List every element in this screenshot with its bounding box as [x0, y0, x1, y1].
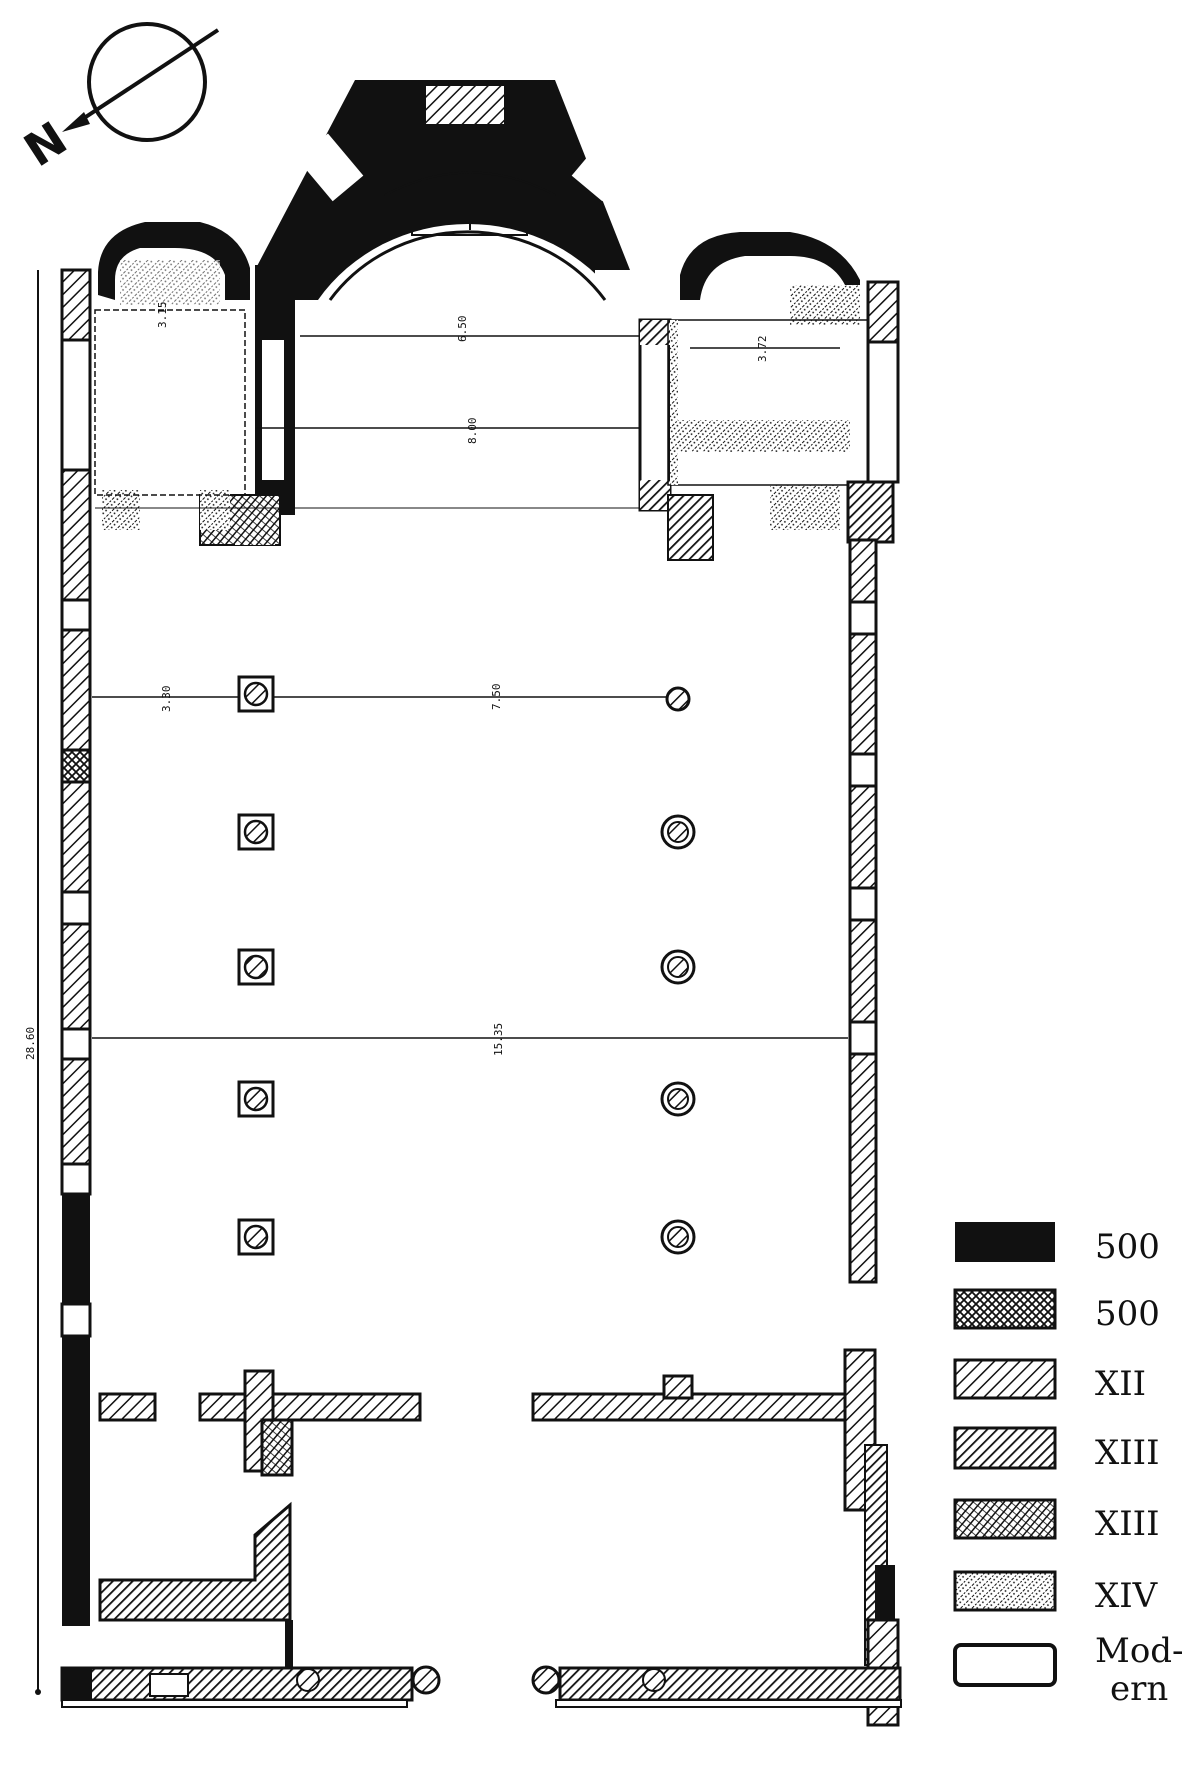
overall-length-value: 28.60	[24, 1027, 37, 1060]
left-room-dim: 3.15	[156, 302, 169, 329]
svg-text:XIII: XIII	[1095, 1433, 1160, 1473]
legend-item-xii: XII	[953, 1358, 1146, 1404]
apse-opening-dim: 6.50	[456, 316, 469, 343]
svg-text:500: 500	[1095, 1294, 1160, 1334]
column	[660, 1081, 696, 1117]
legend-item-500-crosshatch: 500	[953, 1288, 1160, 1334]
legend-item-xiv: XIV	[953, 1570, 1159, 1616]
nave-span-dim: 7.50	[490, 684, 503, 711]
column	[237, 1080, 275, 1118]
legend-item-xiii-double: XIII	[953, 1498, 1160, 1544]
compass-circle	[87, 22, 207, 142]
main-apse	[255, 80, 638, 301]
left-chamber	[94, 309, 246, 496]
overall-length-dimension: 28.60	[24, 270, 41, 1695]
right-wall	[846, 280, 900, 1284]
chancel-piers	[102, 265, 840, 561]
column	[237, 675, 275, 713]
compass-north-label: N	[15, 111, 77, 177]
legend-item-xiii-dense: XIII	[953, 1426, 1160, 1473]
column	[237, 1218, 275, 1256]
compass-arrowhead	[62, 112, 90, 132]
column	[237, 948, 275, 986]
column	[237, 813, 275, 851]
entrance-wall	[60, 1665, 902, 1708]
overall-width-dim: 15.35	[492, 1023, 505, 1056]
svg-text:XIV: XIV	[1095, 1576, 1159, 1616]
nave-columns	[237, 675, 696, 1256]
column	[660, 949, 696, 985]
legend: 500 500 XII XIII XIII XIV Mod- ern	[953, 1222, 1184, 1709]
column	[660, 814, 696, 850]
column	[660, 1219, 696, 1255]
svg-text:XII: XII	[1095, 1364, 1146, 1404]
narthex	[98, 1348, 900, 1727]
compass-needle	[70, 28, 220, 128]
column	[665, 686, 691, 712]
svg-text:ern: ern	[1110, 1669, 1168, 1709]
legend-item-500-solid: 500	[955, 1222, 1160, 1267]
aisle-left-dim: 3.30	[160, 686, 173, 713]
right-chamber	[667, 319, 869, 486]
legend-item-modern: Mod- ern	[953, 1631, 1184, 1709]
dimension-lines: 6.50 8.00 3.72 3.15 3.30 7.50 15.35	[92, 302, 848, 1056]
left-wall	[60, 268, 92, 1626]
left-side-apse	[98, 222, 250, 305]
svg-text:Mod-: Mod-	[1095, 1631, 1184, 1671]
svg-text:XIII: XIII	[1095, 1504, 1160, 1544]
north-arrow: N	[15, 22, 220, 177]
right-side-apse	[680, 232, 860, 325]
side-chapel-dim: 3.72	[756, 336, 769, 363]
svg-text:500: 500	[1095, 1227, 1160, 1267]
chancel-width-dim: 8.00	[466, 418, 479, 445]
